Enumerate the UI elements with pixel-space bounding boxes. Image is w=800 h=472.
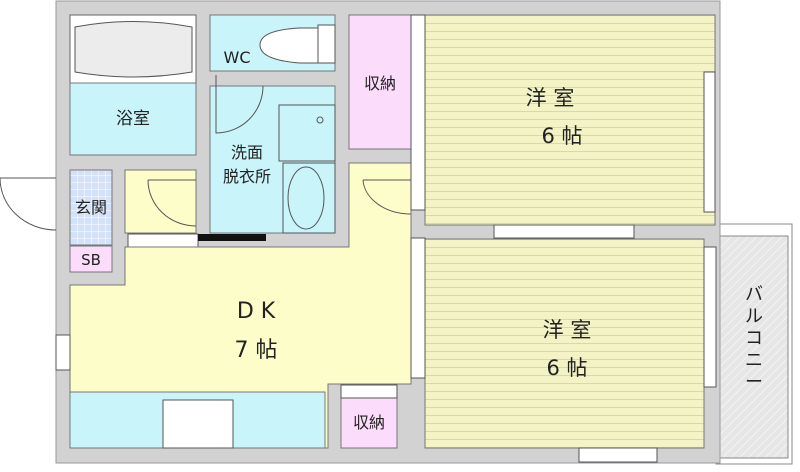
bath-door[interactable] [147,179,197,227]
balcony-char: ー [745,372,763,393]
shoe-box [69,245,113,273]
bath-room [69,82,197,156]
balcony-label: バ ル コ ニ ー [745,284,763,393]
western-room-top [424,14,716,226]
balcony-window[interactable] [703,246,717,388]
western-top-size: 6 帖 [541,124,582,148]
dk-name: D K [237,299,276,324]
sink-icon [162,399,234,449]
balcony-char: ル [745,306,763,327]
sliding-door[interactable] [410,14,426,211]
balcony-char: ニ [745,350,763,371]
wc-label: WC [224,48,251,67]
washroom-label-2: 脱衣所 [223,167,271,186]
entrance-label: 玄関 [75,198,107,217]
room-door[interactable] [362,179,412,215]
wc-door[interactable] [215,75,264,134]
western-top-name: 洋 室 [526,86,575,110]
balcony-char: バ [745,284,763,305]
storage-door[interactable] [340,384,398,399]
window [578,447,658,463]
washing-machine-icon [278,104,336,162]
western-bottom-name: 洋 室 [543,318,592,342]
window [703,71,716,213]
washroom-label-1: 洗面 [231,143,263,162]
bathtub [69,14,197,84]
balcony [715,223,793,465]
front-door[interactable] [0,177,57,231]
bath-label: 浴室 [116,109,150,129]
washbasin-icon [282,162,336,234]
window [493,224,635,239]
storage-bottom [340,397,398,449]
entrance [69,169,113,246]
partition [198,234,266,241]
storage-top [348,14,412,150]
western-bottom-size: 6 帖 [546,356,587,380]
sliding-door[interactable] [410,237,426,379]
storage-bottom-label: 収納 [353,413,385,432]
balcony-char: コ [745,328,763,349]
hallway [124,169,197,234]
shoe-box-label: SB [81,251,101,269]
toilet-icon [259,24,336,64]
window [55,334,71,371]
dk-size: 7 帖 [235,338,278,363]
sliding-door[interactable] [127,233,199,248]
western-room-bottom [424,238,705,449]
storage-top-label: 収納 [364,74,396,93]
